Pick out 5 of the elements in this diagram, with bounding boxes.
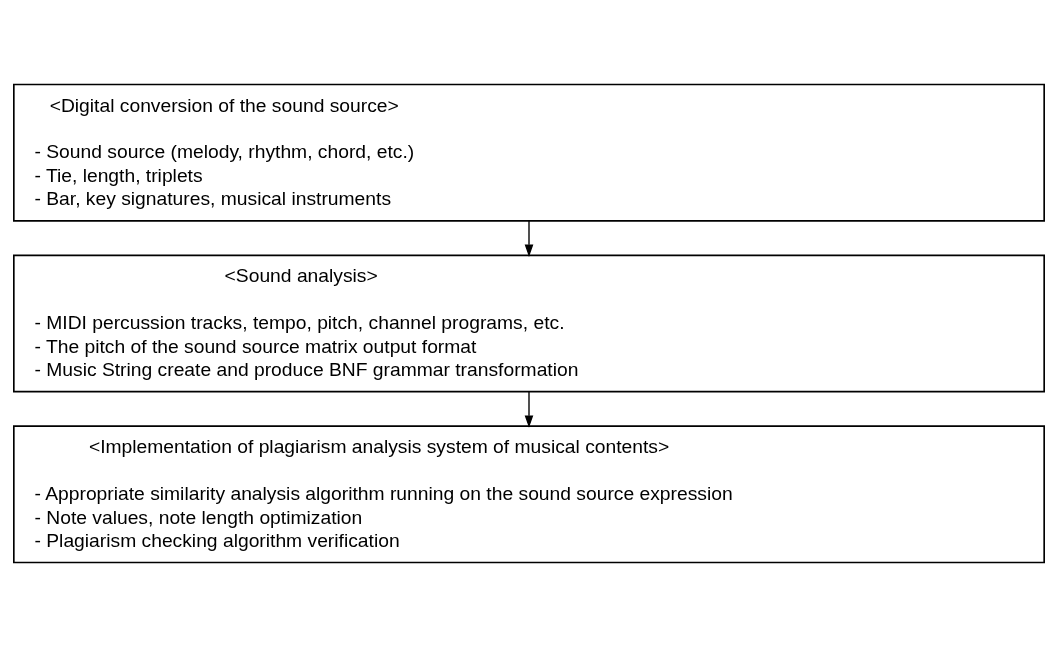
node-box: <Digital conversion of the sound source> - Sound source (melody, rhythm, chord, etc.) - Tie, length, triplets - Bar, key signatures, musical instruments — [13, 83, 1045, 222]
node-box: <Implementation of plagiarism analysis system of musical contents> - Appropriate similarity analysis algorithm running on the sound source expression - Note values, note length optimization - Plagiarism checking algorithm verification — [13, 425, 1045, 564]
node-box: <Sound analysis> - MIDI percussion tracks, tempo, pitch, channel programs, etc. - The pitch of the sound source matrix output format - Music String create and produce BNF grammar transformation — [13, 254, 1045, 393]
arrow — [524, 391, 534, 428]
arrow — [524, 220, 534, 257]
